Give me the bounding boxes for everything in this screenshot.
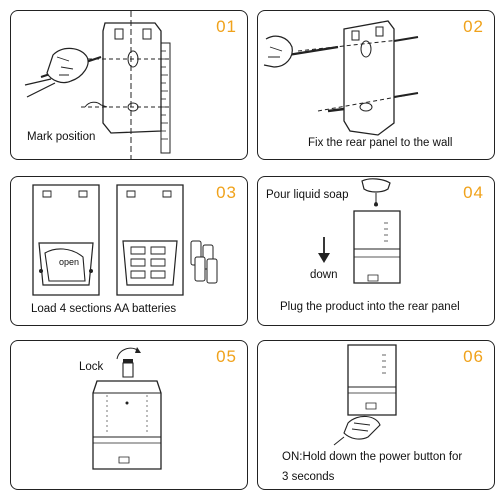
step-panel-02: 02 Fix the rear panel to the wall xyxy=(257,10,495,160)
step-number: 04 xyxy=(463,183,484,203)
step-panel-03: open 03 Load 4 sections AA batteries xyxy=(10,176,248,326)
battery-cover-label: open xyxy=(59,257,79,267)
step-number: 02 xyxy=(463,17,484,37)
step-caption-line-2: 3 seconds xyxy=(282,471,334,483)
step-number: 05 xyxy=(216,347,237,367)
step-panel-01: 01 Mark position xyxy=(10,10,248,160)
step-number: 03 xyxy=(216,183,237,203)
step-panel-06: 06 ON:Hold down the power button for 3 s… xyxy=(257,340,495,490)
pour-caption: Pour liquid soap xyxy=(266,189,348,201)
step-number: 06 xyxy=(463,347,484,367)
power-on-illustration xyxy=(258,341,496,491)
step-caption: Lock xyxy=(79,361,103,373)
step-caption: Mark position xyxy=(27,131,95,143)
step-caption: Plug the product into the rear panel xyxy=(280,301,460,313)
down-label: down xyxy=(310,269,338,281)
step-caption: Fix the rear panel to the wall xyxy=(308,137,452,149)
step-number: 01 xyxy=(216,17,237,37)
step-panel-05: 05 Lock xyxy=(10,340,248,490)
step-panel-04: 04 Pour liquid soap down Plug the produc… xyxy=(257,176,495,326)
step-caption: Load 4 sections AA batteries xyxy=(31,303,176,315)
step-caption-line-1: ON:Hold down the power button for xyxy=(282,451,462,463)
lock-illustration xyxy=(11,341,249,491)
